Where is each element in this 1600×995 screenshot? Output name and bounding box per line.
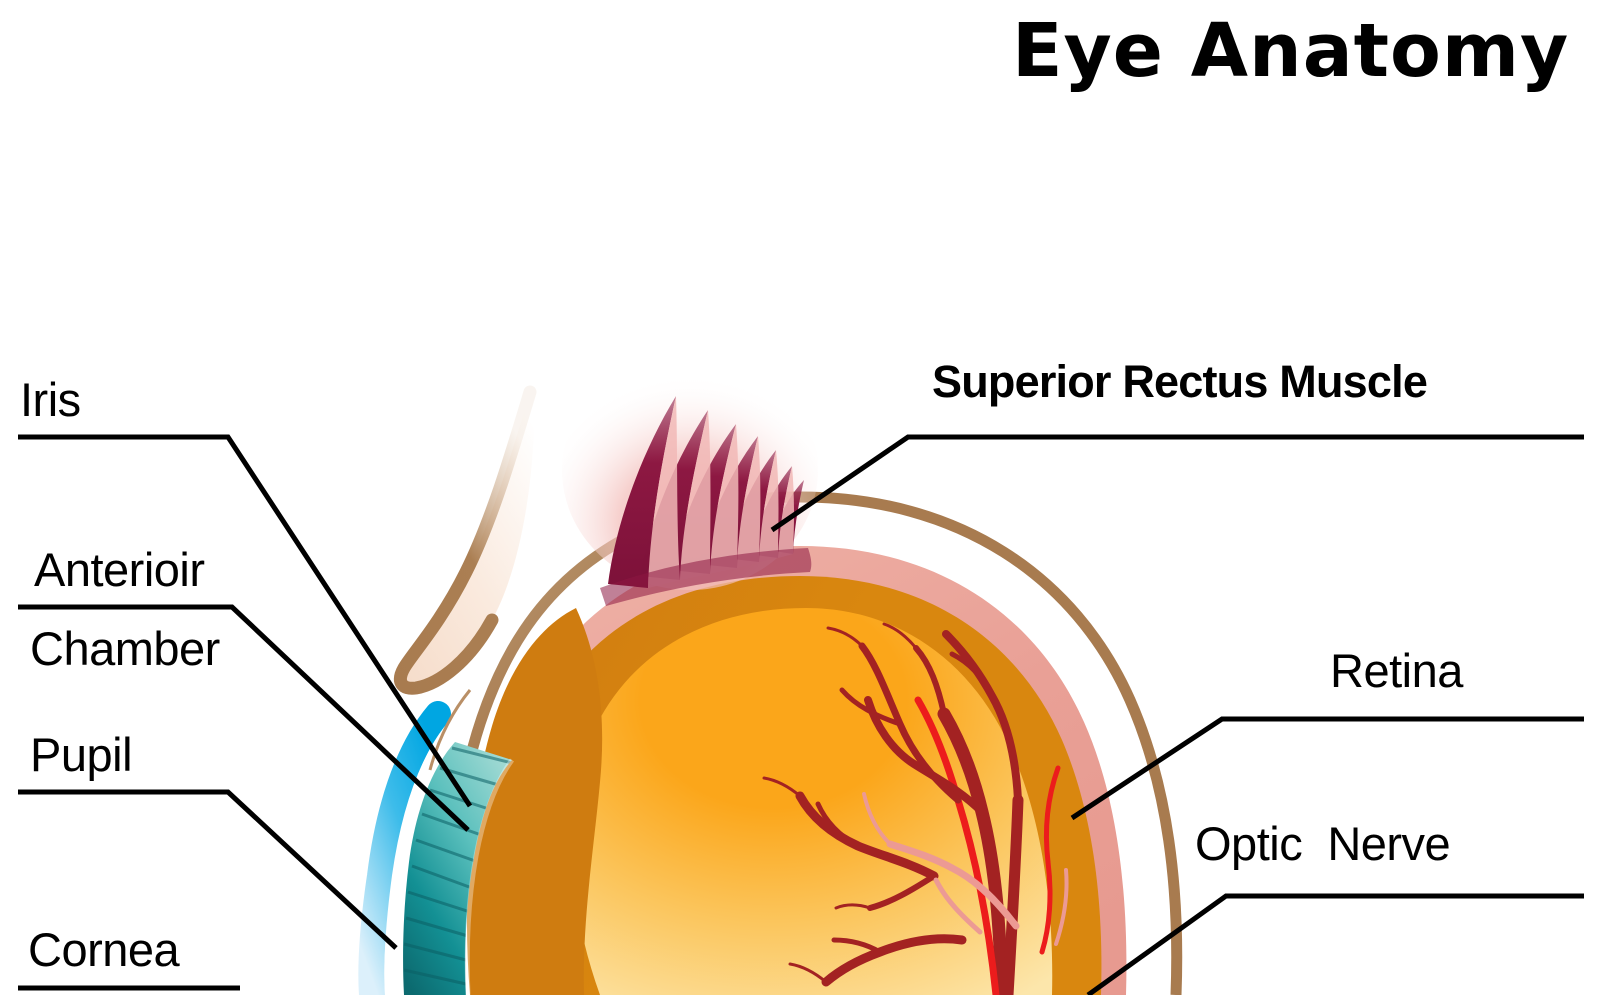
label-superior-rectus: Superior Rectus Muscle: [932, 356, 1428, 407]
label-retina: Retina: [1330, 644, 1463, 697]
leader-iris: [18, 434, 473, 808]
leader-lines: [18, 434, 1584, 995]
label-iris: Iris: [20, 373, 81, 426]
iris-striations: [403, 746, 512, 986]
leader-anterior-chamber: [18, 604, 470, 832]
page-title: Eye Anatomy: [1012, 8, 1570, 94]
retinal-vessels: [762, 622, 1069, 995]
leader-optic-nerve: [1086, 893, 1584, 995]
label-optic-nerve: Optic Nerve: [1195, 817, 1451, 870]
label-pupil: Pupil: [30, 728, 133, 781]
leader-pupil: [18, 789, 398, 950]
vitreous-body: [571, 608, 1053, 995]
pupil-opening: [464, 758, 515, 995]
ciliary-body-mass: [466, 608, 603, 995]
superior-rectus-muscle: [562, 350, 818, 606]
leader-retina: [1070, 716, 1584, 821]
iris: [403, 742, 512, 995]
label-chamber: Chamber: [30, 622, 220, 675]
cornea: [358, 701, 451, 995]
limbus-line: [428, 689, 472, 771]
eyelid: [394, 385, 537, 695]
leader-superior-rectus: [770, 434, 1584, 533]
label-anterior: Anterioir: [34, 543, 205, 596]
label-cornea: Cornea: [28, 923, 180, 976]
